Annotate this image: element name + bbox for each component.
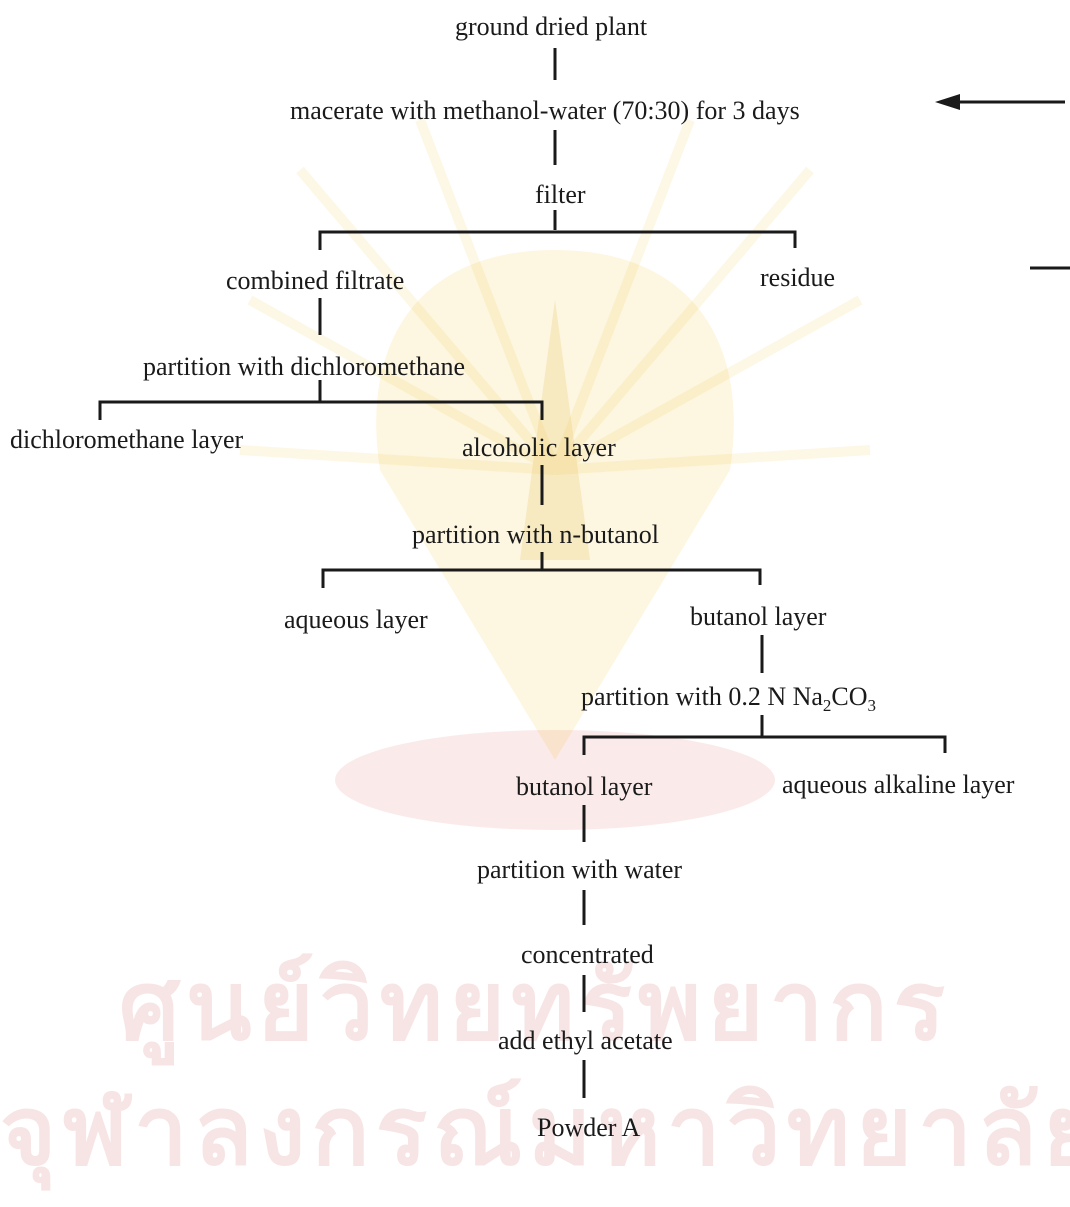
node-partition-na2co3: partition with 0.2 N Na2CO3: [581, 682, 876, 721]
na2co3-sub2: 3: [867, 696, 877, 716]
bracket-dcm: [98, 400, 544, 420]
watermark-line2: จุฬาลงกรณ์มหาวิทยาลัย: [0, 1075, 1070, 1187]
node-ground-dried-plant: ground dried plant: [455, 12, 648, 41]
node-dichloromethane-layer: dichloromethane layer: [10, 425, 244, 454]
node-partition-n-butanol: partition with n-butanol: [412, 520, 659, 549]
recycle-arrow-head: [935, 94, 960, 110]
node-add-ethyl-acetate: add ethyl acetate: [498, 1026, 673, 1055]
node-concentrated: concentrated: [521, 940, 654, 969]
node-aqueous-layer: aqueous layer: [284, 605, 428, 634]
na2co3-prefix: partition with 0.2 N Na: [581, 682, 823, 711]
node-residue: residue: [760, 263, 836, 292]
watermark-line1: ศูนย์วิทยทรัพยากร: [118, 950, 952, 1062]
na2co3-sub1: 2: [822, 696, 832, 716]
na2co3-mid: CO: [831, 682, 868, 711]
bracket-filter: [318, 230, 797, 250]
node-macerate: macerate with methanol-water (70:30) for…: [290, 96, 800, 125]
node-butanol-layer-1: butanol layer: [690, 602, 827, 631]
node-alcoholic-layer: alcoholic layer: [462, 433, 616, 462]
node-filter: filter: [535, 180, 586, 209]
node-partition-dichloromethane: partition with dichloromethane: [143, 352, 466, 381]
crest-emblem: [239, 118, 871, 830]
watermark: ศูนย์วิทยทรัพยากร จุฬาลงกรณ์มหาวิทยาลัย: [0, 118, 1070, 1187]
node-partition-water: partition with water: [477, 855, 683, 884]
connector-lines: [98, 48, 1070, 1098]
node-aqueous-alkaline-layer: aqueous alkaline layer: [782, 770, 1015, 799]
bracket-na2co3: [582, 735, 947, 755]
bracket-butanol: [321, 568, 762, 588]
node-powder-a: Powder A: [537, 1113, 641, 1142]
node-combined-filtrate: combined filtrate: [226, 266, 405, 295]
node-butanol-layer-2: butanol layer: [516, 772, 653, 801]
